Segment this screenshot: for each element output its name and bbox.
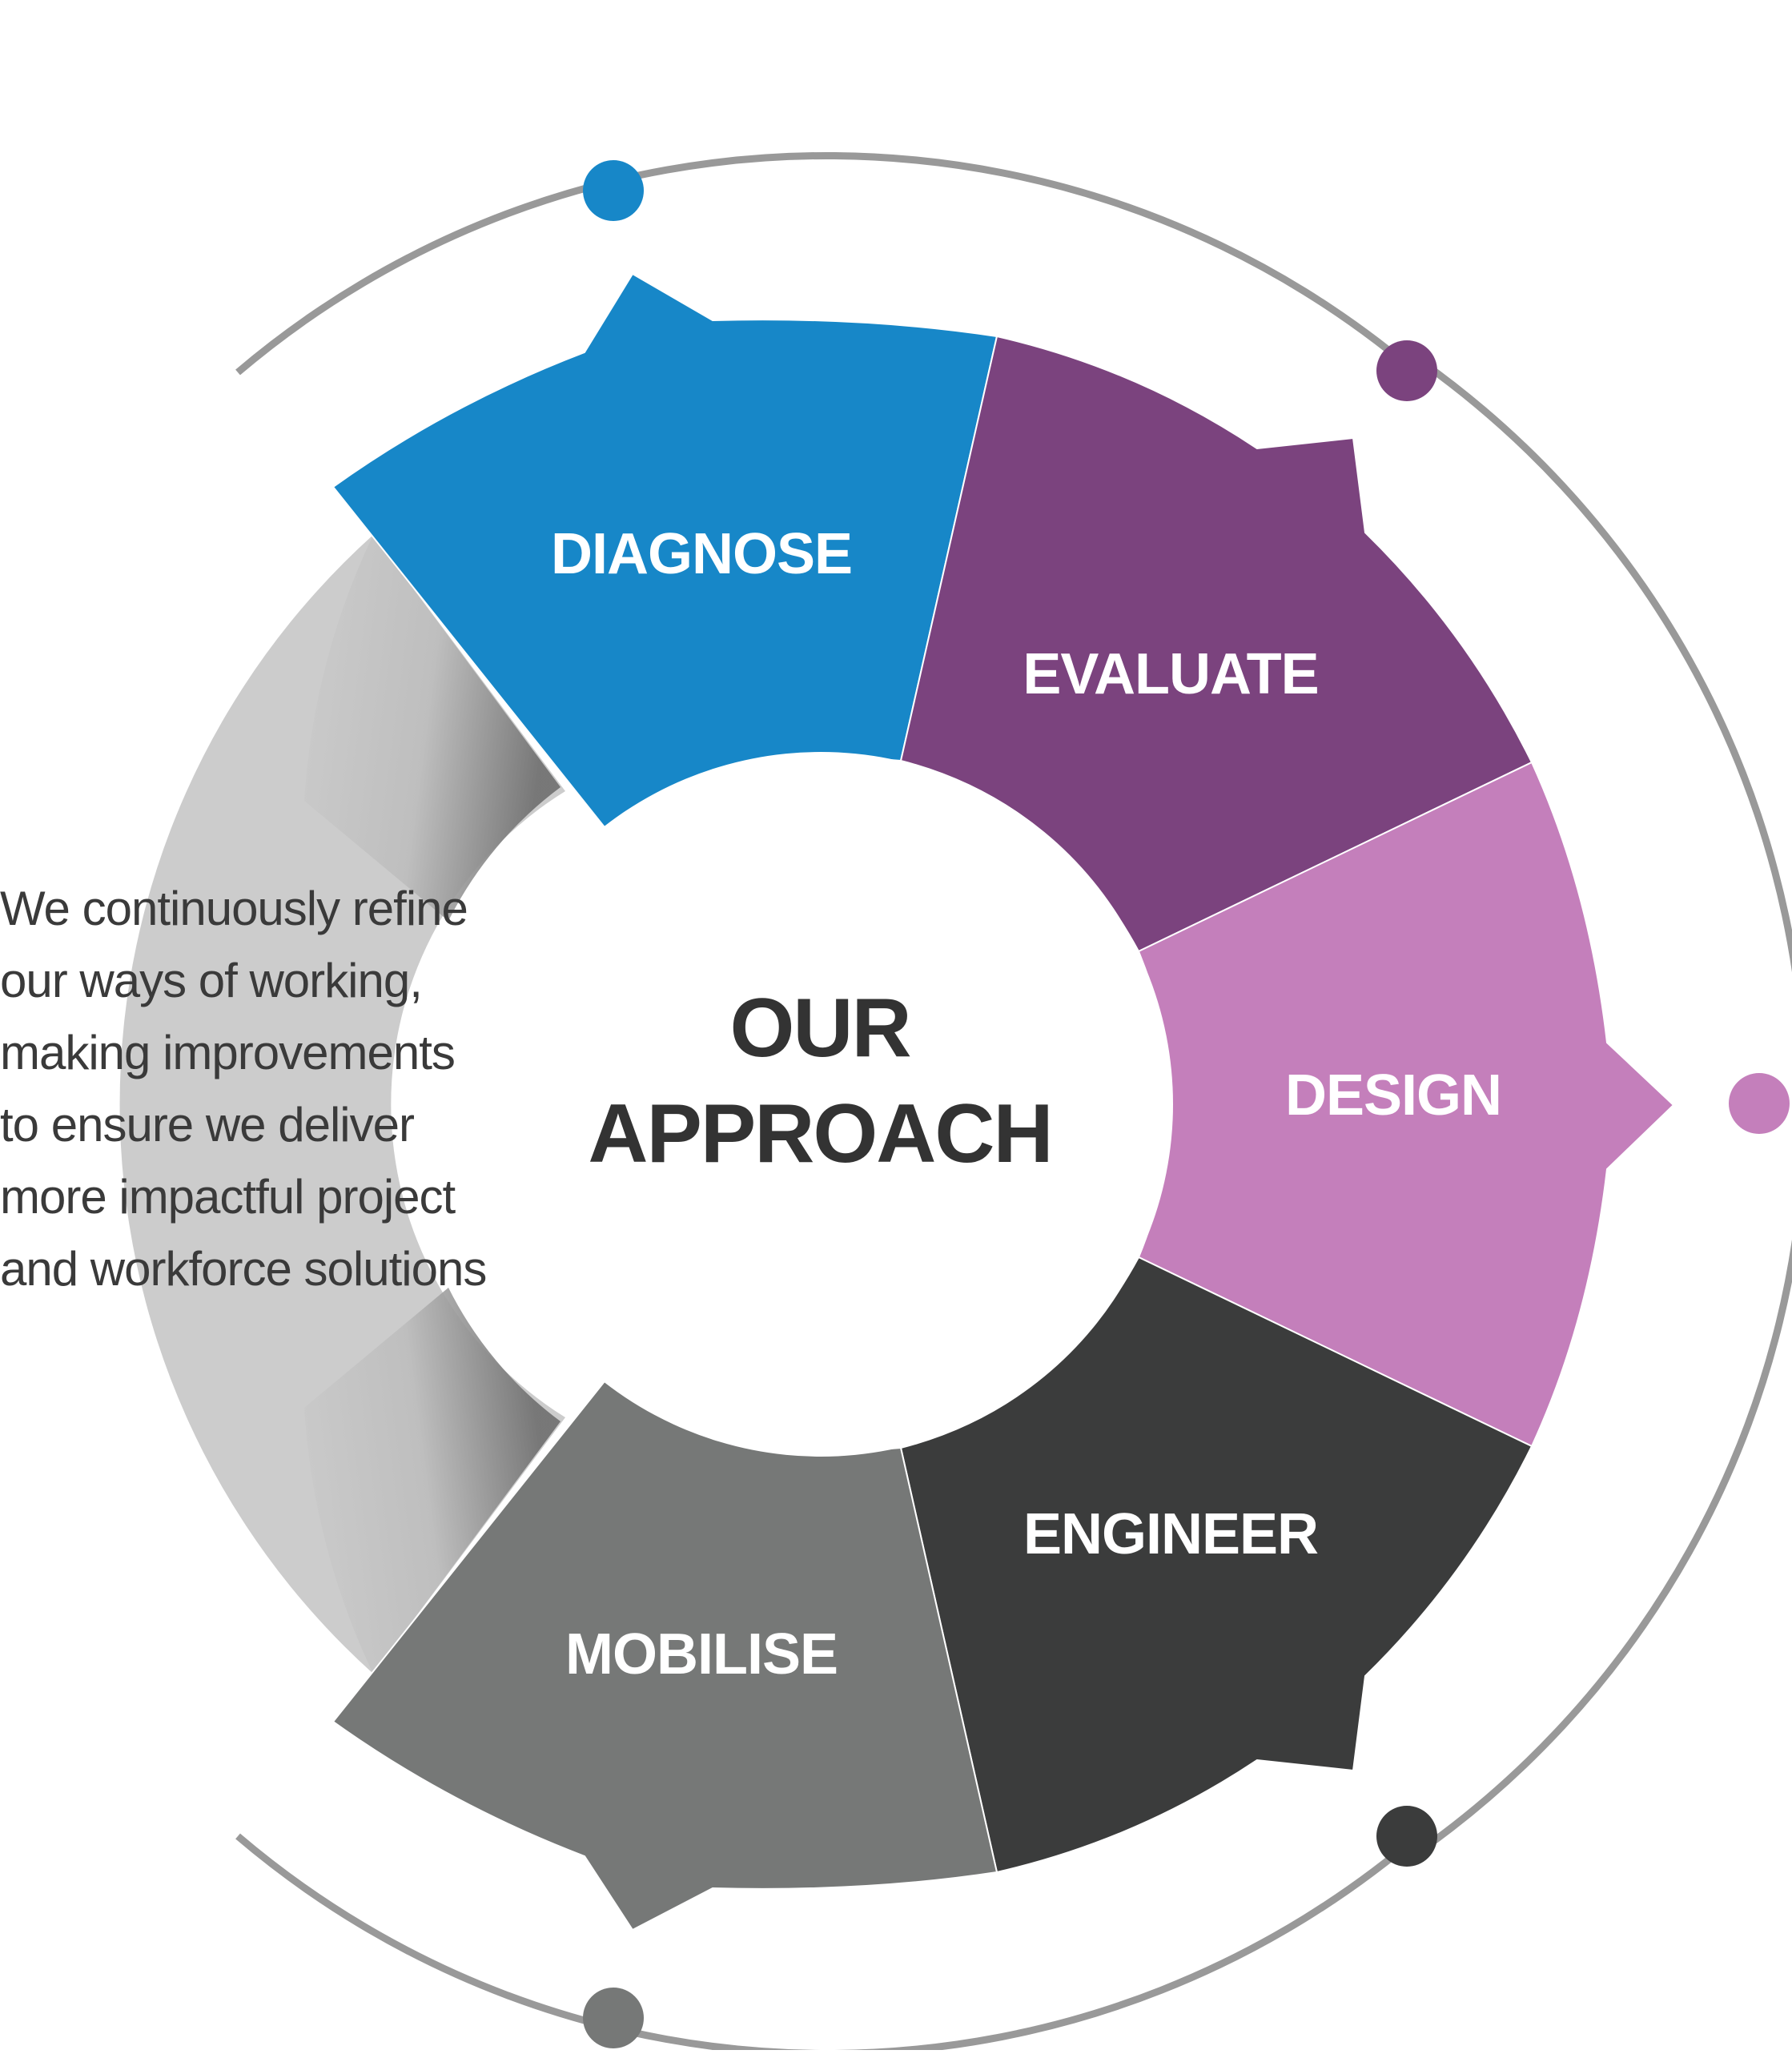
grey-ring-shadow-bottom bbox=[304, 1288, 561, 1674]
label-engineer: ENGINEER bbox=[1023, 1502, 1318, 1566]
orbit-dot-mobilise bbox=[583, 1988, 644, 2048]
description-line: to ensure we deliver bbox=[0, 1098, 415, 1152]
grey-ring-shadow-top bbox=[304, 535, 561, 921]
orbit-arc-right bbox=[1412, 354, 1792, 1858]
orbit-dot-engineer bbox=[1376, 1806, 1437, 1867]
label-diagnose: DIAGNOSE bbox=[551, 522, 852, 586]
segments-group bbox=[331, 272, 1675, 1931]
orbit-arc-upper bbox=[235, 151, 1430, 386]
description-line: making improvements bbox=[0, 1026, 456, 1079]
label-design: DESIGN bbox=[1285, 1063, 1501, 1127]
description-text: We continuously refine our ways of worki… bbox=[0, 873, 577, 1305]
description-line: our ways of working, bbox=[0, 954, 423, 1007]
orbit-dot-evaluate bbox=[1376, 340, 1437, 401]
orbit-dot-diagnose bbox=[583, 160, 644, 221]
label-mobilise: MOBILISE bbox=[565, 1622, 838, 1686]
center-title: OUR APPROACH bbox=[532, 975, 1108, 1187]
label-evaluate: EVALUATE bbox=[1023, 642, 1318, 706]
center-title-line1: OUR bbox=[729, 982, 911, 1075]
center-circle bbox=[468, 752, 1173, 1457]
orbit-dot-design bbox=[1729, 1073, 1790, 1134]
description-line: more impactful project bbox=[0, 1170, 456, 1224]
center-title-line2: APPROACH bbox=[588, 1087, 1053, 1180]
description-line: and workforce solutions bbox=[0, 1242, 487, 1296]
description-line: We continuously refine bbox=[0, 882, 468, 935]
